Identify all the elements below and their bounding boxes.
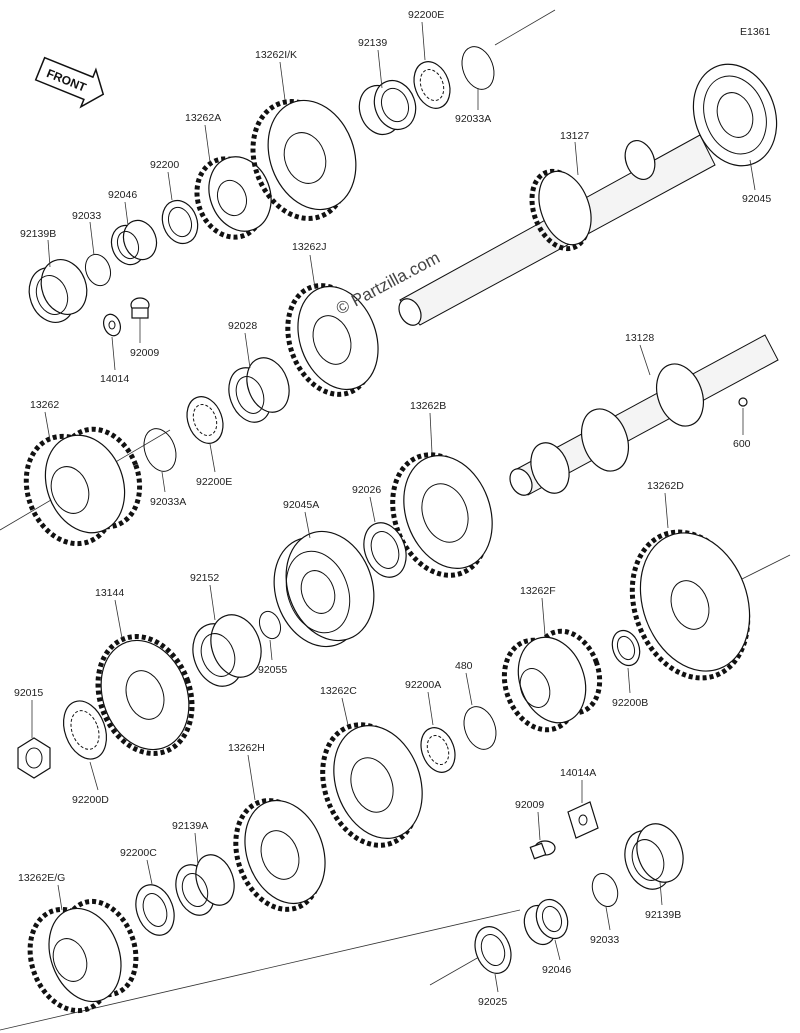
part-92055-oring xyxy=(258,610,282,640)
part-92200b-washer xyxy=(611,629,641,667)
label-92045a: 92045A xyxy=(283,499,319,511)
label-13262h: 13262H xyxy=(228,742,265,754)
label-92033a-top: 92033A xyxy=(455,113,491,125)
label-92200e-mid: 92200E xyxy=(196,476,232,488)
part-13262ik-gear xyxy=(250,99,357,221)
label-600: 600 xyxy=(733,438,751,450)
label-92200: 92200 xyxy=(150,159,179,171)
part-92046-needle-bearing-top xyxy=(110,219,158,266)
part-92033a-circlip-mid xyxy=(143,428,177,472)
label-92046-top: 92046 xyxy=(108,189,137,201)
label-13262b: 13262B xyxy=(410,400,446,412)
label-92139b-bottom: 92139B xyxy=(645,909,681,921)
part-13262h-gear xyxy=(233,798,326,912)
part-92139b-bushing-bottom xyxy=(624,823,684,890)
front-arrow: FRONT xyxy=(34,56,105,109)
label-13127: 13127 xyxy=(560,130,589,142)
part-13128-shaft xyxy=(509,334,779,496)
label-92045: 92045 xyxy=(742,193,771,205)
label-92152: 92152 xyxy=(190,572,219,584)
part-92200-washer xyxy=(161,199,199,245)
part-13262b-gear xyxy=(390,452,493,578)
label-92200d: 92200D xyxy=(72,794,109,806)
part-480-circlip xyxy=(463,706,497,750)
part-92026-washer xyxy=(363,522,407,578)
part-92028-bushing xyxy=(228,357,290,423)
part-92045a-ball-bearing xyxy=(273,530,375,648)
label-13262j: 13262J xyxy=(292,241,326,253)
leader-lines xyxy=(31,21,756,993)
part-13262-gear xyxy=(23,426,143,547)
part-92025-washer xyxy=(474,926,512,974)
label-13262f: 13262F xyxy=(520,585,556,597)
part-92046-needle-bearing-bottom xyxy=(523,898,569,946)
part-92200d-washer xyxy=(62,700,108,760)
part-92139a-bushing xyxy=(175,854,235,916)
label-92028: 92028 xyxy=(228,320,257,332)
label-92200a: 92200A xyxy=(405,679,441,691)
label-92025: 92025 xyxy=(478,996,507,1008)
part-92200e-washer-mid xyxy=(186,396,224,444)
label-92015: 92015 xyxy=(14,687,43,699)
part-13127-shaft xyxy=(398,134,716,326)
part-13262eg-gear xyxy=(27,898,139,1014)
label-92026: 92026 xyxy=(352,484,381,496)
label-13262: 13262 xyxy=(30,399,59,411)
part-92033-circlip-bottom xyxy=(591,873,619,907)
label-92139a: 92139A xyxy=(172,820,208,832)
part-13144-sprocket xyxy=(95,634,195,756)
part-92200c-washer xyxy=(135,884,175,936)
label-13262eg: 13262E/G xyxy=(18,872,65,884)
label-92046-bottom: 92046 xyxy=(542,964,571,976)
label-13262c: 13262C xyxy=(320,685,357,697)
part-14014-washer xyxy=(102,313,122,337)
label-92200b: 92200B xyxy=(612,697,648,709)
label-92009-top: 92009 xyxy=(130,347,159,359)
label-13128: 13128 xyxy=(625,332,654,344)
label-480: 480 xyxy=(455,660,473,672)
label-92033-top: 92033 xyxy=(72,210,101,222)
label-92033-bottom: 92033 xyxy=(590,934,619,946)
diagram-code: E1361 xyxy=(740,26,771,38)
part-92015-nut xyxy=(17,737,51,779)
part-14014a-plate xyxy=(567,801,599,839)
axis-line-top xyxy=(494,9,556,46)
part-92200e-washer-top xyxy=(413,61,451,109)
label-92009-bottom: 92009 xyxy=(515,799,544,811)
label-14014: 14014 xyxy=(100,373,129,385)
label-13262d: 13262D xyxy=(647,480,684,492)
part-13262j-gear xyxy=(285,283,379,397)
label-13262ik: 13262I/K xyxy=(255,49,297,61)
part-92045-ball-bearing xyxy=(692,63,778,167)
label-14014a: 14014A xyxy=(560,767,596,779)
label-92139b-top: 92139B xyxy=(20,228,56,240)
part-92200a-washer xyxy=(420,727,456,773)
part-92033a-circlip-top xyxy=(461,46,495,90)
label-92200c: 92200C xyxy=(120,847,157,859)
label-92055: 92055 xyxy=(258,664,287,676)
part-92139b-bushing-top xyxy=(28,259,88,323)
label-92033a-mid: 92033A xyxy=(150,496,186,508)
part-13262a-gear xyxy=(194,156,272,240)
part-13262f-gear xyxy=(501,628,603,733)
part-13262d-gear xyxy=(629,529,751,681)
label-13262a: 13262A xyxy=(185,112,221,124)
part-92009-bolt-bottom xyxy=(529,840,556,860)
label-92139: 92139 xyxy=(358,37,387,49)
part-13262c-gear xyxy=(320,722,423,848)
label-13144: 13144 xyxy=(95,587,124,599)
part-92139-needle-bearing xyxy=(358,79,417,136)
part-600-ball xyxy=(738,397,748,407)
label-92200e-top: 92200E xyxy=(408,9,444,21)
part-92033-circlip-top xyxy=(84,253,112,287)
part-92009-bolt-top xyxy=(130,297,150,319)
part-92152-collar xyxy=(192,614,262,687)
